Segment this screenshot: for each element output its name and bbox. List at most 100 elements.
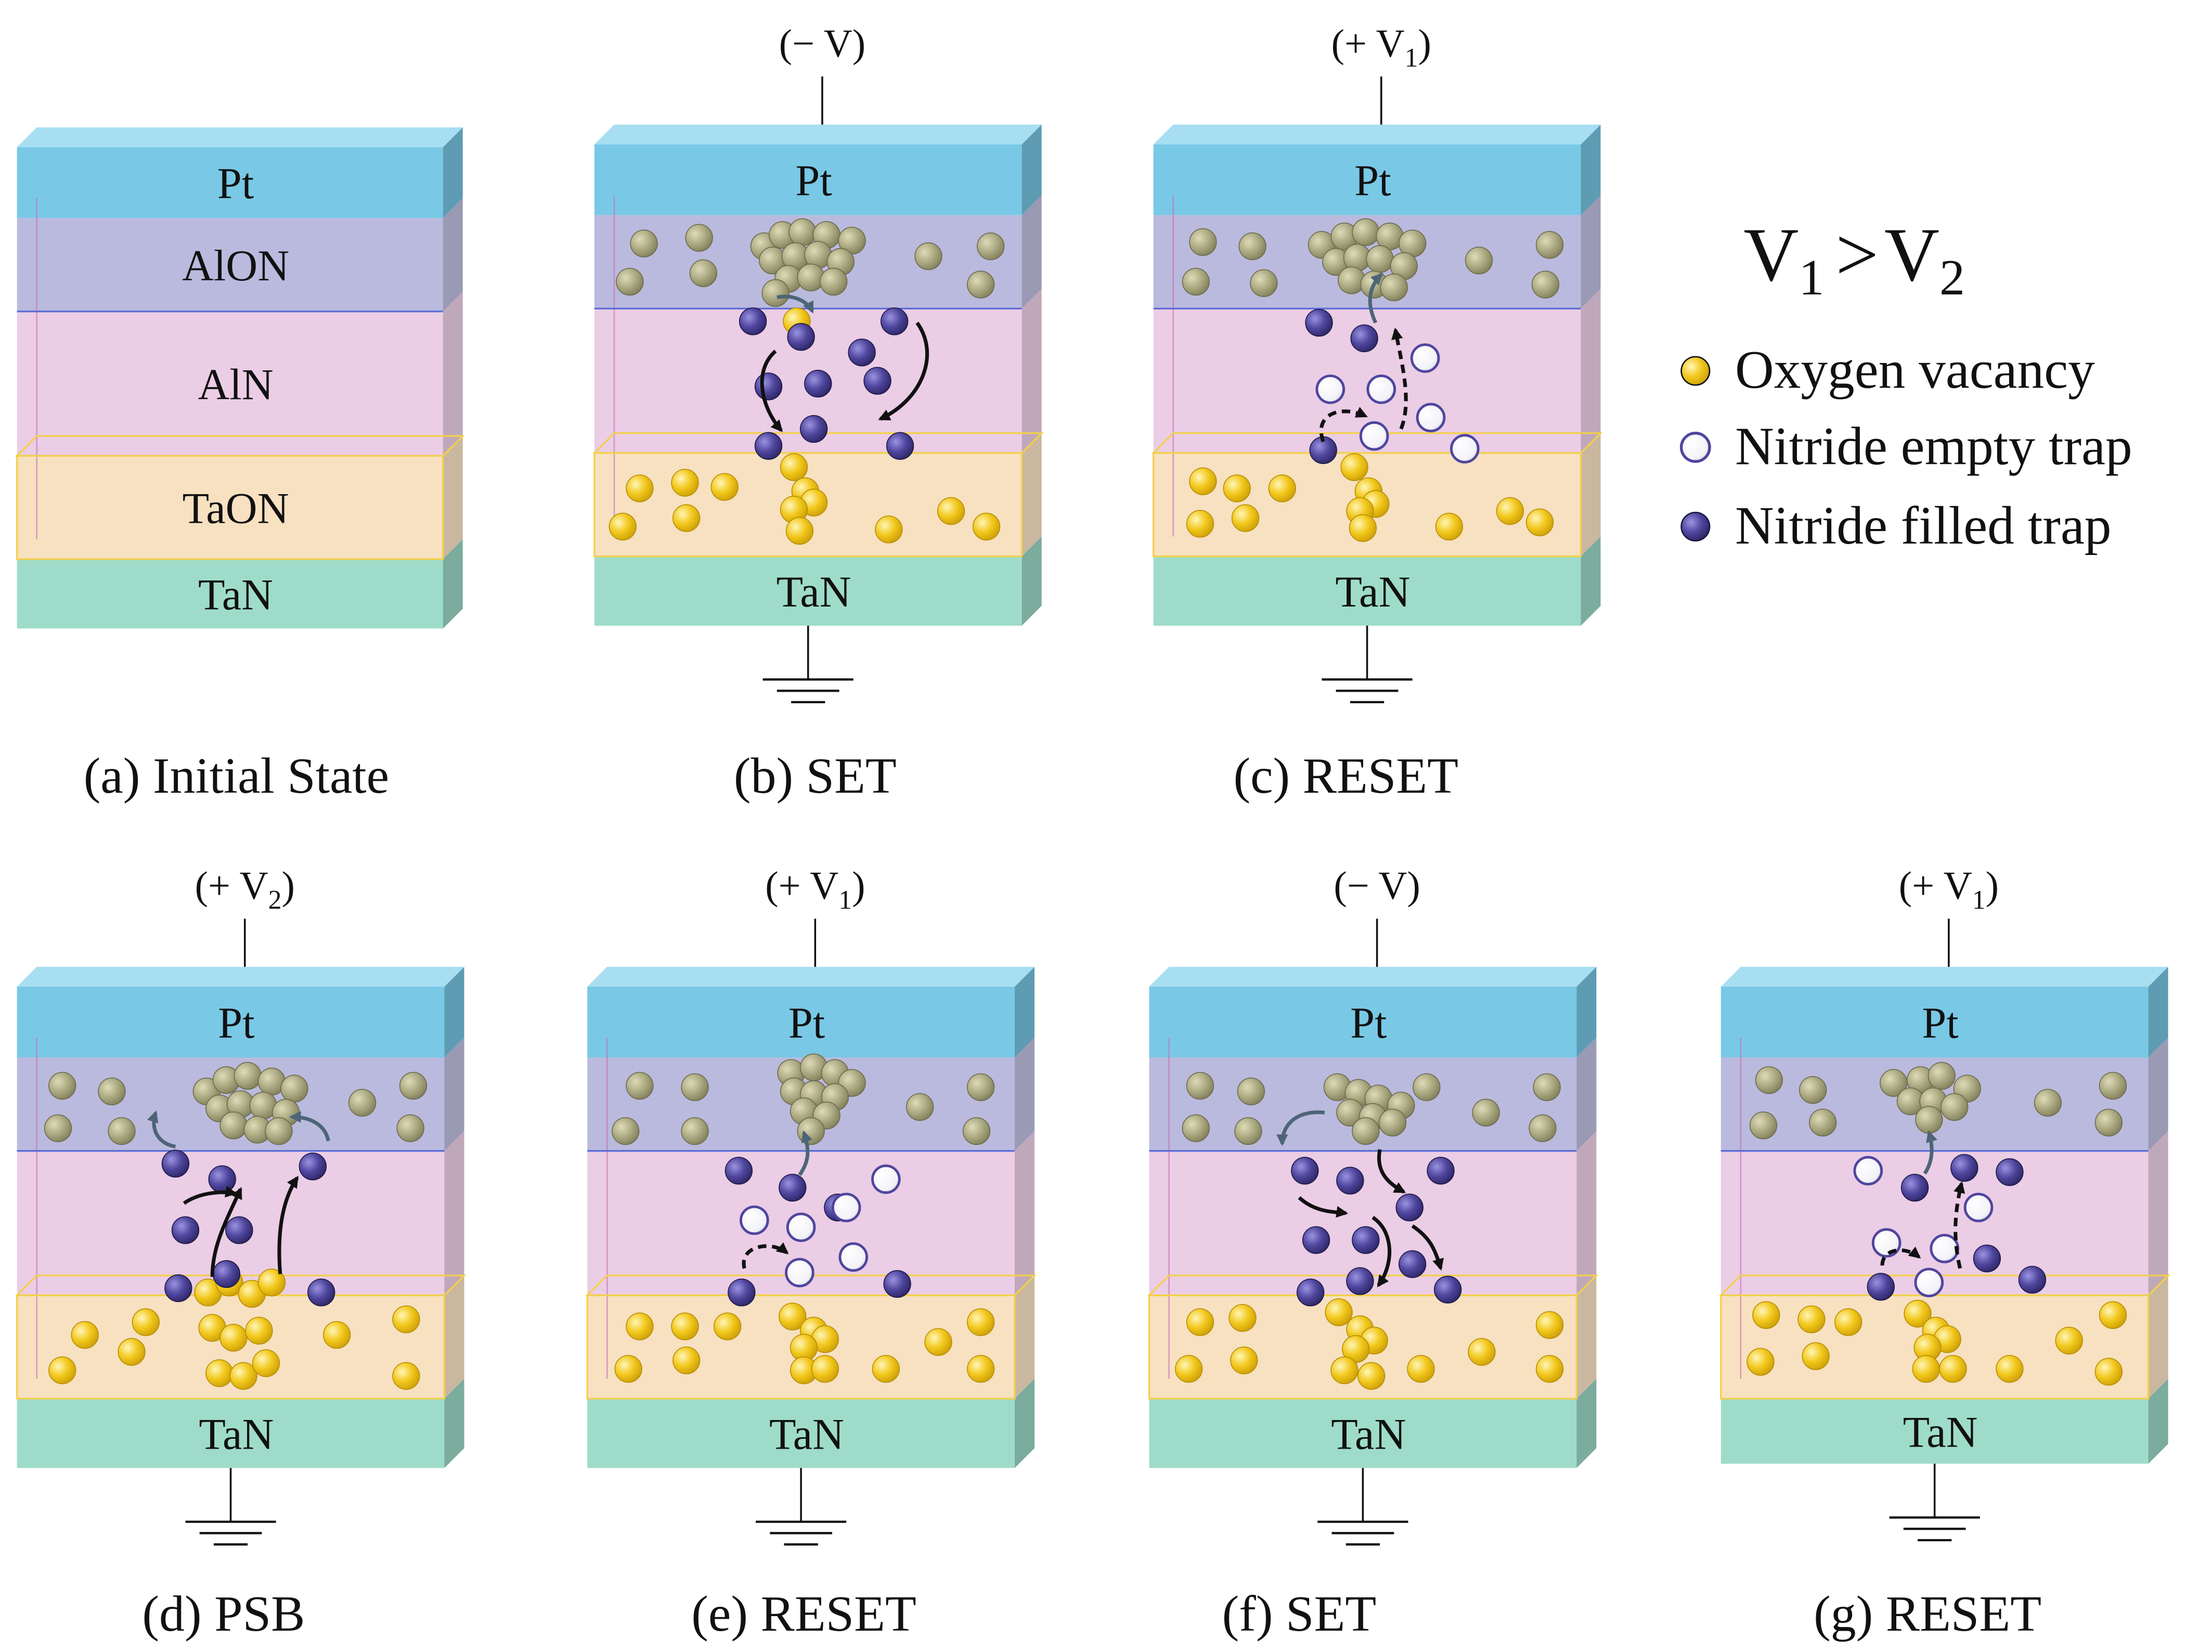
- layer-alon-side: [1021, 195, 1042, 309]
- oxygen-vacancy: [1468, 1338, 1496, 1366]
- layer-tan: [594, 556, 1022, 626]
- oxygen-vacancy: [1912, 1355, 1941, 1383]
- voltage-label: (+ V1): [1331, 22, 1431, 73]
- oxygen-vacancy: [779, 1302, 807, 1331]
- oxygen-vacancy: [626, 474, 654, 502]
- layer-label-tan: TaN: [769, 1410, 844, 1459]
- layer-label-pt: Pt: [1350, 999, 1387, 1048]
- oxygen-vacancy: [1349, 514, 1377, 542]
- pt-top-face: [594, 124, 1042, 145]
- oxygen-vacancy: [710, 473, 739, 501]
- oxygen-vacancy-cluster: [1749, 1111, 1778, 1140]
- migration-arrow: [878, 321, 929, 421]
- layer-tan-side: [1576, 1378, 1597, 1468]
- nitride-empty-trap: [1450, 434, 1480, 464]
- oxygen-vacancy-cluster: [967, 1073, 995, 1101]
- layer-pt-side: [1014, 966, 1035, 1057]
- layer-aln-side: [1014, 1131, 1035, 1296]
- layer-pt-side: [444, 966, 464, 1057]
- layer-taon-side: [444, 1275, 464, 1399]
- migration-arrow: [1298, 1196, 1349, 1218]
- oxygen-vacancy-cluster: [967, 270, 995, 299]
- layer-label-aln: AlN: [198, 360, 273, 409]
- nitride-empty-trap: [1853, 1156, 1883, 1185]
- migration-arrow: [1377, 1149, 1406, 1194]
- layer-pt: [1149, 986, 1577, 1057]
- oxygen-vacancy-cluster: [280, 1075, 308, 1103]
- migration-arrow: [1276, 1110, 1325, 1146]
- oxygen-vacancy: [2094, 1358, 2123, 1386]
- layer-pt-side: [443, 127, 463, 218]
- nitride-filled-trap: [1336, 1167, 1364, 1195]
- oxygen-vacancy-cluster: [630, 229, 658, 257]
- layer-tan: [1721, 1398, 2149, 1464]
- oxygen-vacancy: [872, 1355, 900, 1383]
- oxygen-vacancy: [1231, 504, 1260, 532]
- oxygen-vacancy: [229, 1362, 257, 1390]
- oxygen-vacancy-cluster: [1535, 231, 1564, 259]
- migration-arrow: [1368, 273, 1383, 324]
- taon-top-outline: [1718, 1274, 2170, 1296]
- oxygen-vacancy: [1357, 1362, 1386, 1390]
- nitride-filled-trap: [804, 369, 832, 398]
- pt-top-face: [1721, 966, 2168, 987]
- oxygen-vacancy: [780, 453, 808, 481]
- layer-pt: [17, 147, 443, 218]
- nitride-filled-trap: [171, 1216, 200, 1244]
- layer-pt-side: [1576, 966, 1597, 1057]
- voltage-label: (+ V2): [195, 864, 295, 915]
- oxygen-vacancy: [713, 1312, 742, 1340]
- oxygen-vacancy-cluster: [265, 1117, 293, 1145]
- oxygen-vacancy-cluster: [1472, 1099, 1500, 1127]
- layer-tan-side: [443, 539, 463, 629]
- layer-label-taon: TaON: [183, 485, 289, 533]
- oxygen-vacancy-cluster: [1352, 218, 1380, 246]
- oxygen-vacancy: [626, 1312, 654, 1340]
- layer-tan: [587, 1398, 1015, 1468]
- oxygen-vacancy-cluster: [1941, 1093, 1969, 1121]
- layer-pt: [17, 986, 445, 1057]
- panel-caption: (a) Initial State: [84, 748, 389, 804]
- taon-top-outline: [15, 1274, 467, 1296]
- oxygen-vacancy-cluster: [108, 1117, 136, 1145]
- oxygen-vacancy: [609, 512, 637, 541]
- oxygen-vacancy: [322, 1321, 351, 1349]
- layer-tan: [17, 559, 443, 629]
- layer-pt: [1721, 986, 2149, 1057]
- oxygen-vacancy-cluster: [1366, 245, 1394, 273]
- oxygen-vacancy-cluster: [761, 279, 790, 307]
- migration-arrow: [147, 1110, 176, 1148]
- layer-label-tan: TaN: [1335, 568, 1410, 616]
- oxygen-vacancy-cluster: [1182, 1114, 1210, 1142]
- oxygen-vacancy: [1186, 510, 1214, 538]
- nitride-filled-trap: [739, 307, 767, 335]
- oxygen-vacancy: [2055, 1326, 2083, 1354]
- taon-top-outline: [1151, 432, 1603, 454]
- oxygen-vacancy-cluster: [1189, 228, 1217, 256]
- nitride-filled-trap: [848, 338, 876, 367]
- nitride-filled-trap: [728, 1279, 756, 1307]
- nitride-filled-trap: [1302, 1226, 1330, 1254]
- oxygen-vacancy: [671, 1312, 699, 1340]
- oxygen-vacancy: [1996, 1355, 2024, 1383]
- layer-aln-side: [443, 291, 463, 456]
- layer-label-tan: TaN: [1903, 1408, 1978, 1456]
- oxygen-vacancy: [1834, 1308, 1862, 1336]
- migration-arrow: [1880, 1246, 1921, 1266]
- oxygen-vacancy-cluster: [1465, 247, 1493, 275]
- migration-arrow: [1954, 1181, 1965, 1269]
- layer-aln: [17, 311, 443, 456]
- oxygen-vacancy-cluster: [1237, 1077, 1265, 1105]
- layer-label-tan: TaN: [198, 571, 273, 620]
- migration-arrow: [798, 1130, 813, 1176]
- oxygen-vacancy: [1268, 474, 1296, 502]
- oxygen-vacancy: [672, 504, 701, 532]
- nitride-filled-trap: [725, 1157, 753, 1185]
- layer-taon: [17, 456, 443, 559]
- oxygen-vacancy: [1223, 474, 1251, 502]
- oxygen-vacancy: [205, 1359, 234, 1387]
- oxygen-vacancy: [1797, 1305, 1826, 1334]
- oxygen-vacancy-cluster: [399, 1072, 428, 1100]
